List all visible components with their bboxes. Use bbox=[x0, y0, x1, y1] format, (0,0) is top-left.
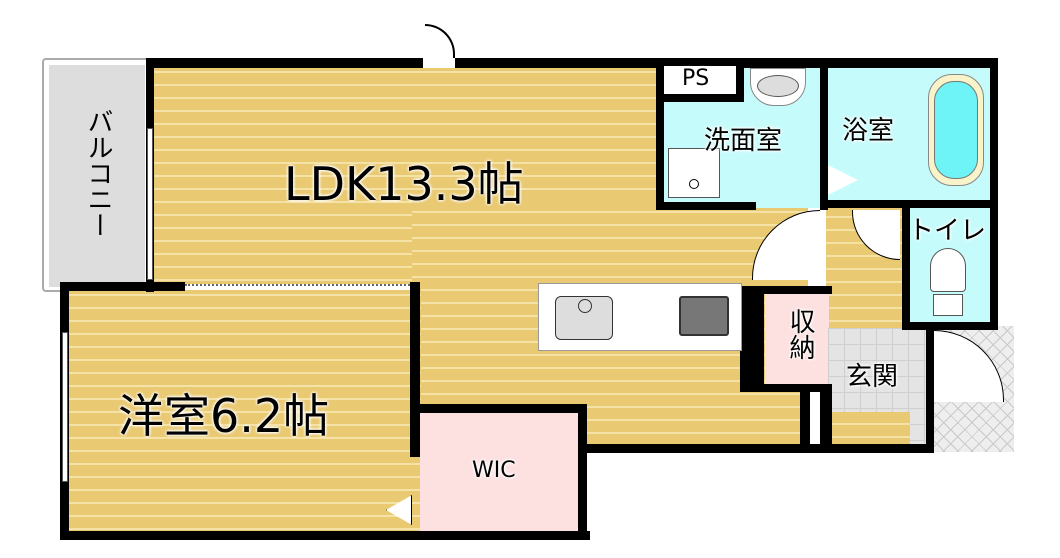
balcony: バルコニー bbox=[42, 58, 154, 292]
sink-icon bbox=[555, 296, 613, 340]
entrance-step bbox=[832, 412, 910, 446]
wall-storage-left bbox=[740, 286, 764, 390]
washing-machine-icon bbox=[668, 148, 720, 198]
wall-room-top bbox=[60, 282, 185, 291]
door-swing bbox=[425, 24, 455, 58]
toilet-icon bbox=[930, 248, 966, 292]
wall-bottom bbox=[60, 531, 590, 540]
storage-label: 収納 bbox=[785, 308, 815, 360]
wall-toilet-bottom bbox=[902, 322, 998, 330]
front-door[interactable] bbox=[423, 58, 455, 68]
wall-entrance-left bbox=[800, 384, 810, 452]
wall-storage-top bbox=[740, 286, 832, 294]
wall-storage-bottom bbox=[740, 384, 832, 392]
wall-wic-top bbox=[410, 404, 586, 413]
wall-wash-left bbox=[656, 58, 664, 210]
wic-floor bbox=[420, 406, 586, 537]
wall-wash-bottom bbox=[656, 202, 756, 210]
kitchen-counter bbox=[538, 283, 742, 351]
washbasin-icon bbox=[750, 68, 806, 106]
wall-wic-right bbox=[578, 404, 587, 540]
bathtub-icon bbox=[928, 74, 984, 186]
wall-top bbox=[146, 58, 998, 68]
wall-room-right bbox=[410, 282, 420, 457]
sliding-door[interactable] bbox=[185, 284, 410, 290]
washroom-label: 洗面室 bbox=[704, 126, 783, 156]
wall-right bbox=[990, 58, 998, 330]
ldk-label: LDK13.3帖 bbox=[284, 157, 524, 211]
balcony-label: バルコニー bbox=[83, 108, 113, 238]
wall-bath-bottom bbox=[820, 200, 996, 208]
toilet-label: トイレ bbox=[908, 216, 987, 246]
window-balcony bbox=[147, 128, 153, 280]
storage-floor bbox=[765, 288, 829, 388]
wall-toilet-left bbox=[902, 205, 910, 330]
wall-ldk-bottom bbox=[578, 444, 934, 453]
wall-bath-left bbox=[820, 58, 828, 210]
western-room-floor bbox=[65, 283, 421, 537]
wall-entrance-right bbox=[926, 326, 934, 452]
toilet-tank bbox=[933, 294, 963, 316]
entrance-label: 玄関 bbox=[846, 362, 899, 392]
stove-icon bbox=[679, 296, 729, 336]
window-room bbox=[62, 332, 68, 482]
ps-box: PS bbox=[664, 66, 744, 102]
bathroom-label: 浴室 bbox=[842, 116, 895, 146]
wall-entrance-post bbox=[820, 384, 832, 452]
wic-label: WIC bbox=[472, 458, 516, 483]
western-room-label: 洋室6.2帖 bbox=[118, 389, 330, 443]
